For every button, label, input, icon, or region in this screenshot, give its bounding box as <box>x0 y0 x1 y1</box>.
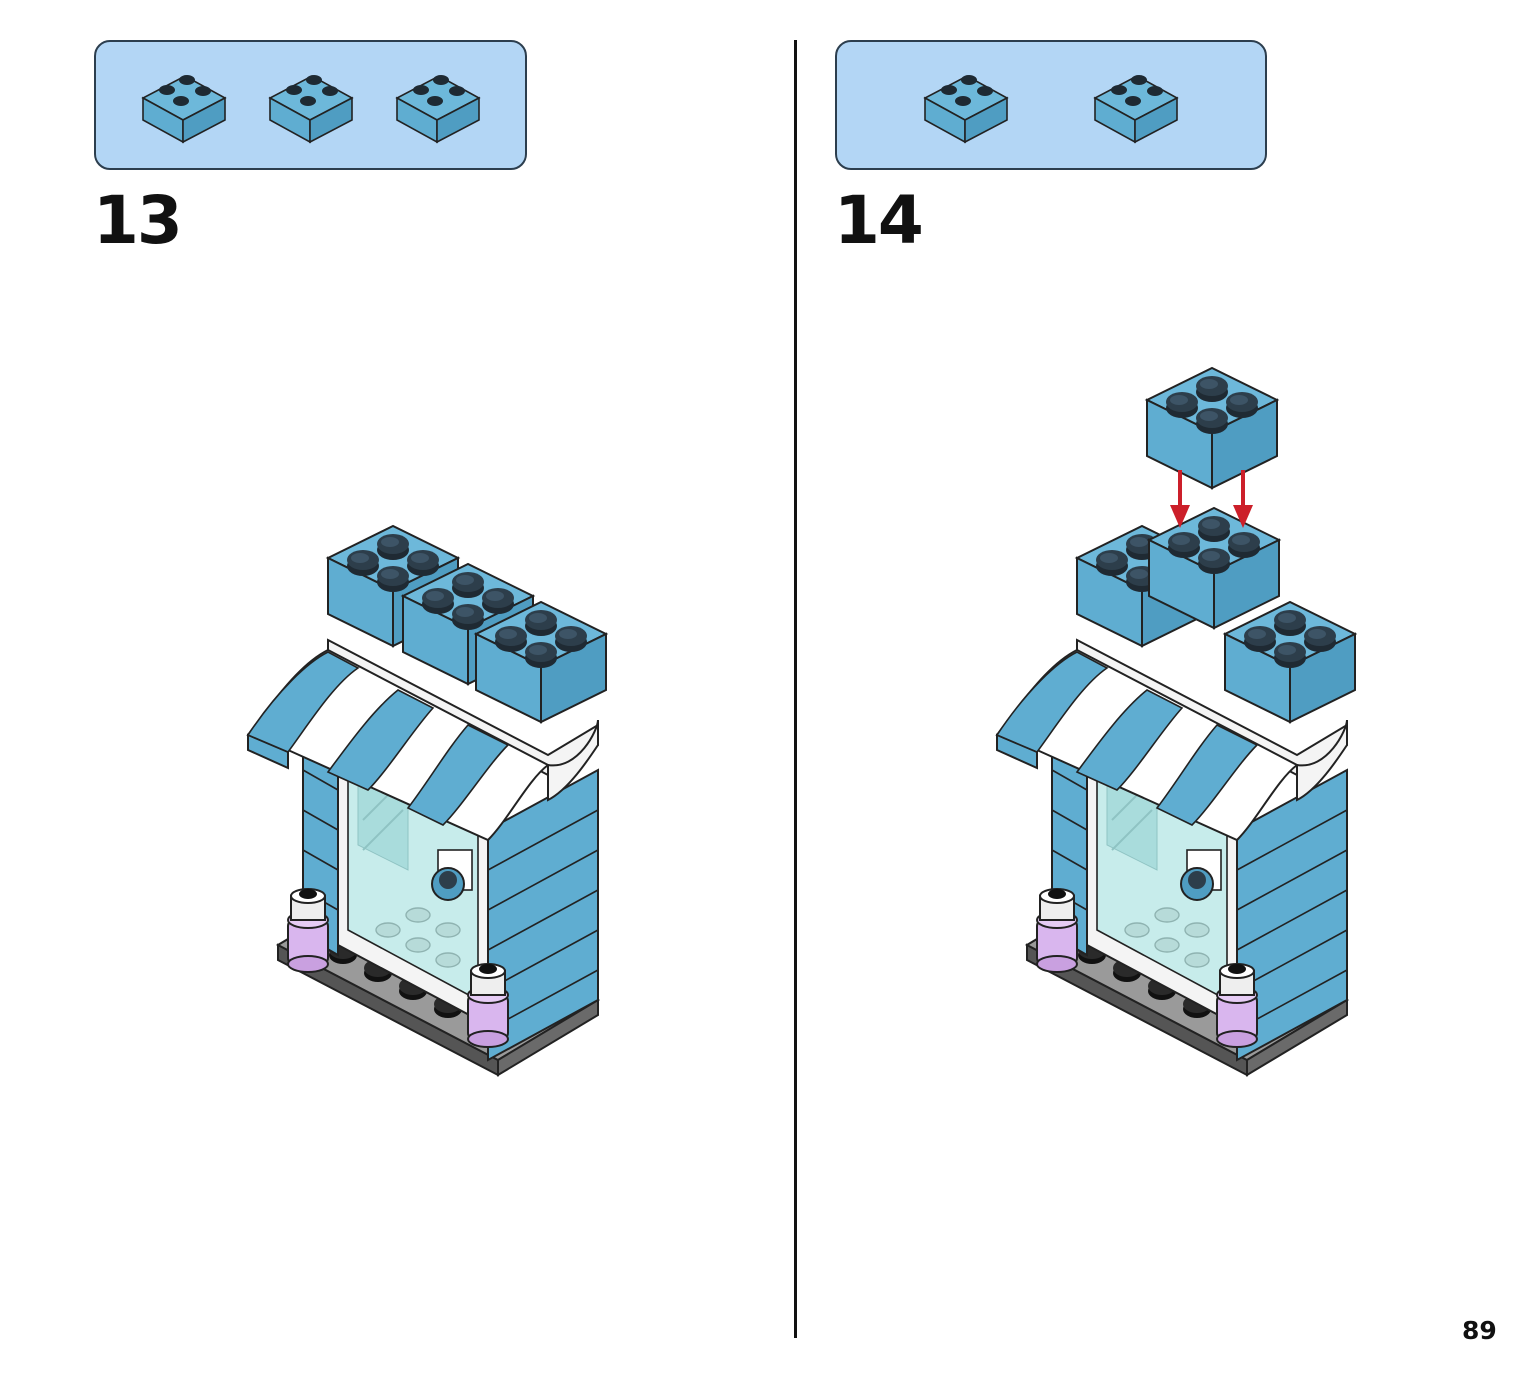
parts-callout-step-14 <box>835 40 1267 170</box>
placement-arrow <box>1233 470 1253 528</box>
page-number: 89 <box>1462 1316 1497 1345</box>
placement-arrow <box>1170 470 1190 528</box>
new-brick <box>1147 368 1277 488</box>
column-divider <box>794 40 797 1338</box>
step-number-13: 13 <box>93 182 183 259</box>
step-number-14: 14 <box>834 182 924 259</box>
parts-callout-step-13 <box>94 40 527 170</box>
